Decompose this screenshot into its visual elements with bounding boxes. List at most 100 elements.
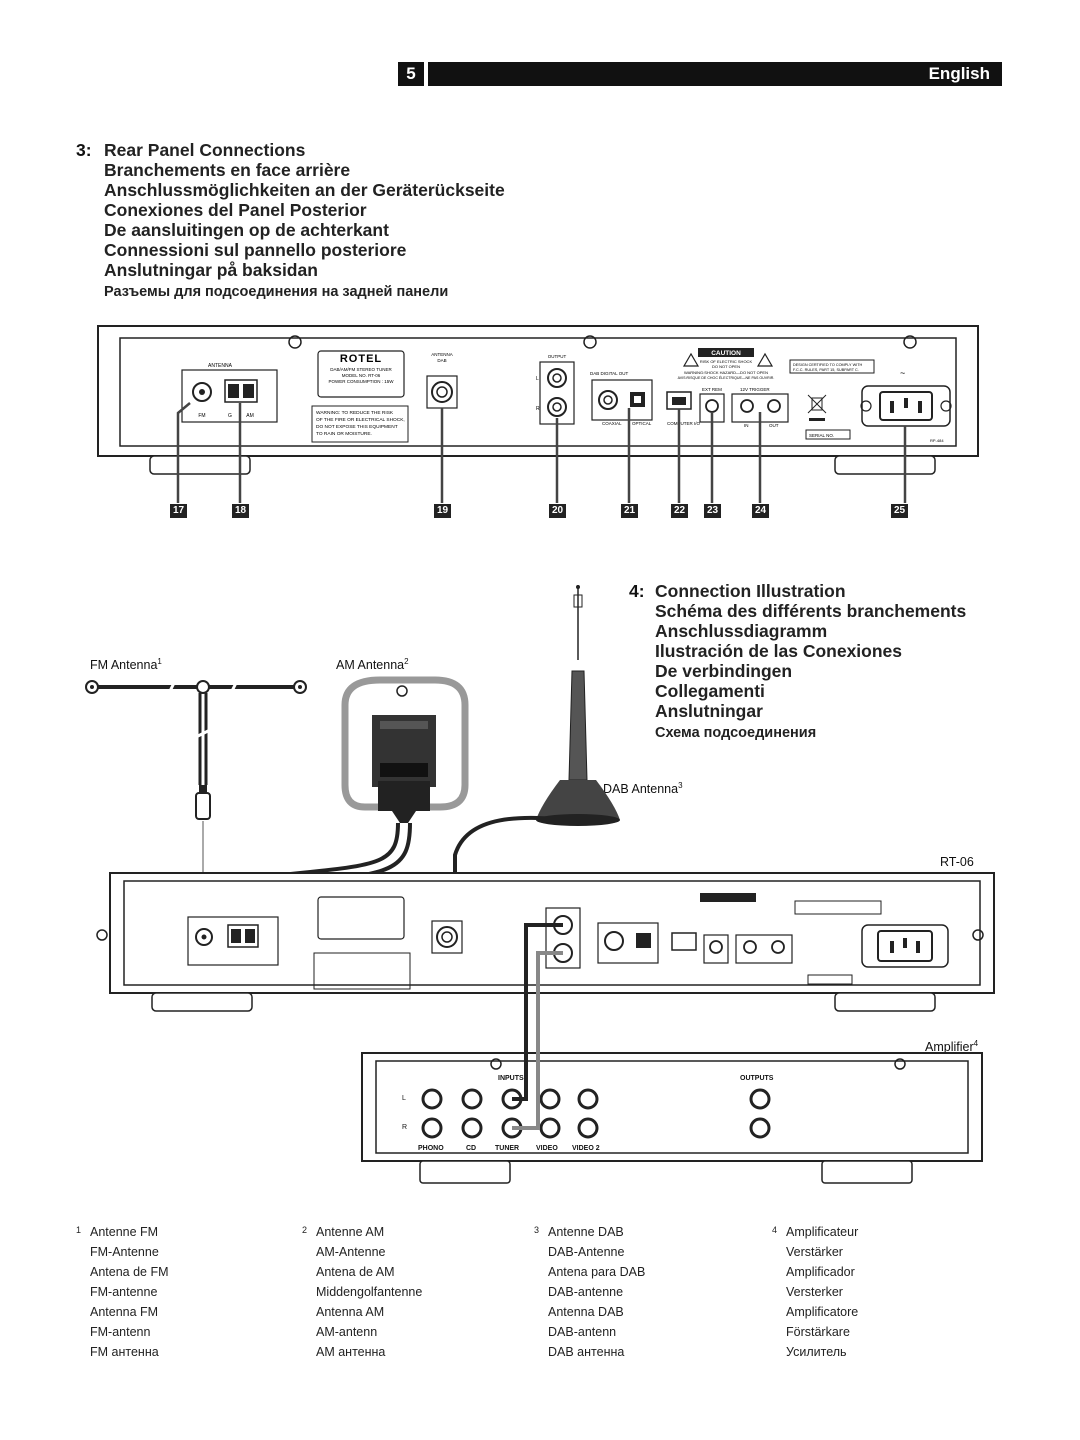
footnote-line: Antena de AM xyxy=(316,1265,395,1279)
dab-antenna-text: DAB Antenna xyxy=(603,782,679,797)
screw-icon xyxy=(903,335,917,349)
language-bar: English xyxy=(428,62,1002,86)
footnote-line: DAB антенна xyxy=(548,1345,625,1359)
footnote-line: Antenna AM xyxy=(316,1305,385,1319)
footnote-line: FM-Antenne xyxy=(90,1245,159,1259)
footnote-line: Antenne DAB xyxy=(548,1225,624,1239)
warning-line: TO RAIN OR MOISTURE. xyxy=(316,431,372,437)
output-label: OUTPUT xyxy=(548,354,567,359)
footnote-line: Amplificador xyxy=(786,1265,855,1279)
callout-17: 17 xyxy=(170,504,187,518)
rear-panel-diagram: ANTENNA FM G AM ROTEL DAB/AM/FM STEREO T… xyxy=(97,325,979,503)
am-antenna-text: AM Antenna xyxy=(336,658,405,673)
footnote-line: FM-antenne xyxy=(90,1285,158,1299)
section4-title-fr: Schéma des différents branchements xyxy=(655,601,967,621)
callout-25: 25 xyxy=(891,504,908,518)
rca-r xyxy=(547,397,567,417)
dab-antenna-icon xyxy=(536,585,620,826)
rca-l xyxy=(547,368,567,388)
footnote-line: AM антенна xyxy=(316,1345,386,1359)
weee-bin-icon xyxy=(807,394,827,421)
term-fm: FM xyxy=(198,413,205,419)
caution-line: AVIS:RISQUE DE CHOC ÉLECTRIQUE—NE PAS OU… xyxy=(678,375,775,380)
trigger-out-jack xyxy=(767,399,781,413)
footnote-line: Amplificatore xyxy=(786,1305,859,1319)
callout-20: 20 xyxy=(549,504,566,518)
computer-io-label: COMPUTER I/O xyxy=(667,421,701,426)
foot xyxy=(834,455,936,475)
fm-antenna-icon xyxy=(85,678,307,920)
foot xyxy=(149,455,251,475)
ext-rem-label: EXT REM xyxy=(702,387,722,392)
footnote-line: Middengolfantenne xyxy=(316,1285,423,1299)
footnote-col-4: 4 Amplificateur Verstärker Amplificador … xyxy=(772,1222,859,1362)
am-terminal-clip xyxy=(243,384,254,398)
screw-icon xyxy=(583,335,597,349)
callout-21: 21 xyxy=(621,504,638,518)
footnote-line: Antena de FM xyxy=(90,1265,169,1279)
am-sup: 2 xyxy=(404,657,409,666)
caution-line: RISK OF ELECTRIC SHOCK xyxy=(700,359,753,364)
callout-23: 23 xyxy=(704,504,721,518)
footnote-line: Antenna DAB xyxy=(548,1305,624,1319)
callout-19: 19 xyxy=(434,504,451,518)
amp-r-label: R xyxy=(402,1124,408,1131)
section3-title-de: Anschlussmöglichkeiten an der Geräterück… xyxy=(104,180,505,200)
callout-leader-lines xyxy=(176,402,907,503)
caution-label: CAUTION xyxy=(711,350,741,357)
dab-jack xyxy=(431,381,453,403)
warning-line: WARNING: TO REDUCE THE RISK xyxy=(316,410,394,416)
fm-jack xyxy=(192,382,212,402)
section4-title-block: Connection Illustration Schéma des diffé… xyxy=(655,581,966,743)
fm-jack-pin xyxy=(199,389,205,395)
rt06-chassis xyxy=(96,872,995,1012)
serial-label: SERIAL NO. xyxy=(809,433,834,438)
chassis-inner xyxy=(119,337,957,447)
footnote-line: AM-Antenne xyxy=(316,1245,386,1259)
footnote-line: FM антенна xyxy=(90,1345,159,1359)
fm-antenna-text: FM Antenna xyxy=(90,658,158,673)
section4-number: 4: xyxy=(629,581,645,601)
footnote-col-2: 2 Antenne AM AM-Antenne Antena de AM Mid… xyxy=(302,1222,423,1362)
warning-line: DO NOT EXPOSE THIS EQUIPMENT xyxy=(316,424,398,430)
amp-source-cd: CD xyxy=(466,1145,477,1152)
connection-diagram xyxy=(85,585,995,1184)
power-inlet-icon xyxy=(860,385,952,427)
amp-source-video2: VIDEO 2 xyxy=(572,1145,600,1152)
coaxial-jack xyxy=(598,390,618,410)
amp-source-tuner: TUNER xyxy=(495,1145,520,1152)
footnote-col-1: 1 Antenne FM FM-Antenne Antena de FM FM-… xyxy=(76,1222,169,1362)
section3-title-es: Conexiones del Panel Posterior xyxy=(104,200,367,220)
amp-source-phono: PHONO xyxy=(418,1145,444,1152)
fcc-line: F.C.C. RULES, PART 15, SUBPART C. xyxy=(793,368,859,372)
output-l: L xyxy=(536,376,539,382)
amp-inputs-label: INPUTS xyxy=(498,1075,524,1082)
output-r: R xyxy=(536,406,540,412)
optical-label: OPTICAL xyxy=(632,421,652,426)
footnote-line: DAB-Antenne xyxy=(548,1245,625,1259)
ac-symbol: ~ xyxy=(900,368,905,378)
section3-title-it: Connessioni sul pannello posteriore xyxy=(104,240,407,260)
footnote-line: AM-antenn xyxy=(316,1325,378,1339)
callout-22: 22 xyxy=(671,504,688,518)
dab-digital-out-label: DAB DIGITAL OUT xyxy=(590,371,629,376)
screw-icon xyxy=(288,335,302,349)
device-model-label: RT-06 xyxy=(940,855,974,869)
section3-title-nl: De aansluitingen op de achterkant xyxy=(104,220,389,240)
am-terminal-clip xyxy=(228,384,239,398)
trigger-in-label: IN xyxy=(744,423,749,428)
amplifier-label: Amplifier4 xyxy=(925,1039,978,1054)
footnote-sup: 2 xyxy=(302,1225,308,1235)
section3-title-block: Rear Panel Connections Branchements en f… xyxy=(104,140,505,302)
lightning-warning-icon xyxy=(682,352,700,367)
section4-title-de: Anschlussdiagramm xyxy=(655,621,828,641)
caution-bar xyxy=(698,348,754,357)
fcc-box xyxy=(789,359,875,374)
am-antenna-icon xyxy=(341,676,469,823)
footnote-sup: 3 xyxy=(534,1225,540,1235)
model-line: MODEL NO. RT-06 xyxy=(342,373,381,378)
footnote-line: Antenne AM xyxy=(316,1225,385,1239)
amp-l-label: L xyxy=(402,1095,406,1102)
term-g: G xyxy=(228,413,232,419)
trigger-out-label: OUT xyxy=(769,423,779,428)
